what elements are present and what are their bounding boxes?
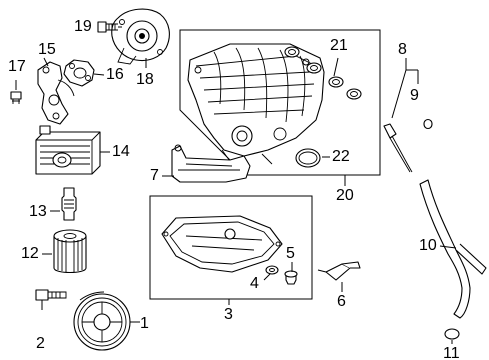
callout-5: 5 bbox=[286, 245, 295, 262]
callout-11: 11 bbox=[443, 345, 460, 360]
callout-6: 6 bbox=[337, 293, 346, 310]
callout-13: 13 bbox=[29, 203, 47, 220]
callout-19: 19 bbox=[74, 18, 92, 35]
oil-pan bbox=[161, 215, 283, 273]
callout-16: 16 bbox=[106, 66, 124, 83]
callout-15: 15 bbox=[38, 41, 56, 58]
tube-cap bbox=[444, 328, 460, 340]
callout-17: 17 bbox=[8, 58, 26, 75]
drain-plug-washer bbox=[265, 265, 279, 275]
drain-plug bbox=[284, 270, 298, 285]
dipstick-cap bbox=[423, 118, 433, 130]
callout-21: 21 bbox=[330, 37, 348, 54]
callout-22: 22 bbox=[332, 148, 350, 165]
gasket-16 bbox=[63, 59, 95, 87]
intake-manifold-box bbox=[179, 29, 381, 176]
crankshaft-pulley bbox=[73, 291, 131, 351]
oil-filter-adapter bbox=[61, 187, 77, 221]
bolt-19 bbox=[97, 21, 122, 33]
callout-2: 2 bbox=[36, 335, 45, 352]
sealant-tube bbox=[317, 261, 361, 281]
callout-20: 20 bbox=[336, 187, 354, 204]
dipstick bbox=[383, 123, 413, 173]
callout-12: 12 bbox=[21, 245, 39, 262]
callout-4: 4 bbox=[250, 275, 259, 292]
intake-gaskets bbox=[284, 46, 362, 100]
bolt-17 bbox=[10, 80, 22, 104]
callout-9: 9 bbox=[410, 87, 419, 104]
callout-18: 18 bbox=[136, 71, 154, 88]
callout-1: 1 bbox=[140, 315, 149, 332]
water-pump bbox=[111, 8, 170, 68]
oil-cooler bbox=[35, 125, 101, 175]
callout-10: 10 bbox=[419, 237, 437, 254]
throttle-body-gasket bbox=[295, 148, 321, 168]
callout-3: 3 bbox=[224, 306, 233, 323]
callout-8: 8 bbox=[398, 41, 407, 58]
callout-14: 14 bbox=[112, 143, 130, 160]
callout-7: 7 bbox=[150, 167, 159, 184]
oil-filter bbox=[53, 229, 87, 274]
intake-manifold bbox=[187, 43, 325, 169]
oil-pan-baffle bbox=[171, 144, 251, 183]
oil-pan-box bbox=[149, 195, 313, 300]
thermostat-housing bbox=[37, 61, 75, 125]
crank-bolt bbox=[35, 289, 67, 310]
